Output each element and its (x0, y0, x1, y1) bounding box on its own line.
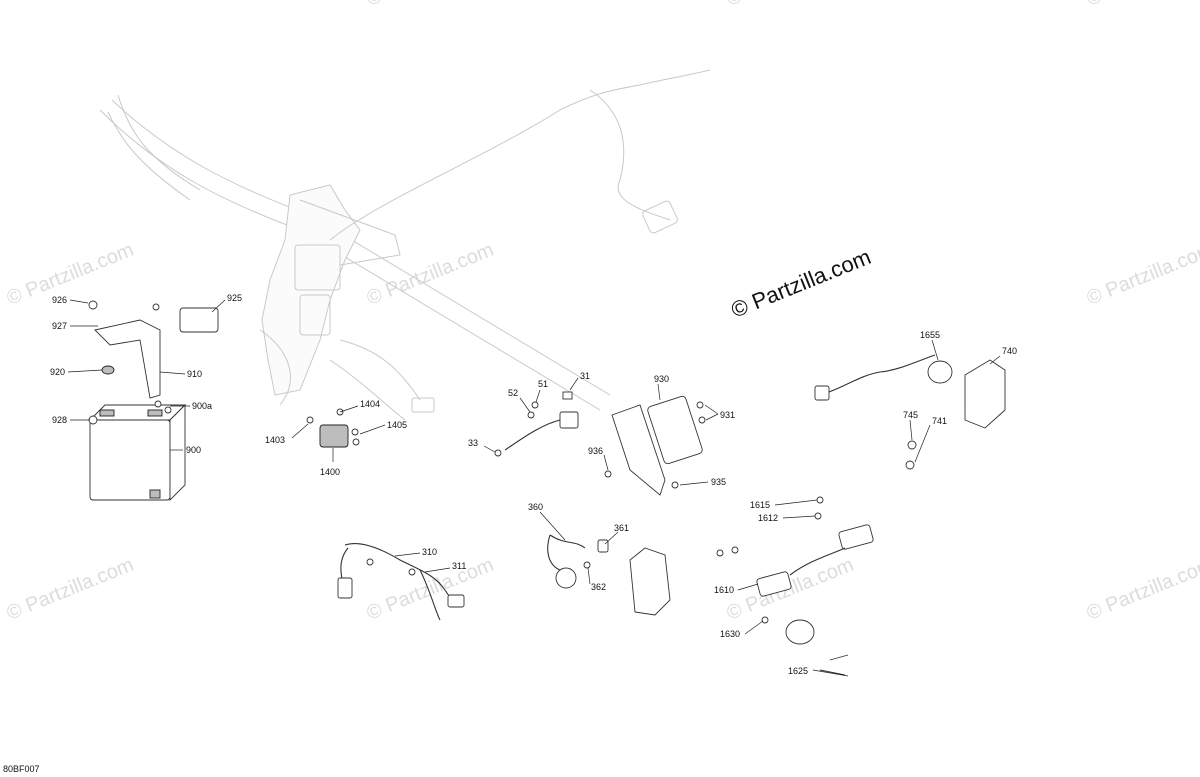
taillight-assembly (814, 354, 1006, 470)
callout-51: 51 (538, 379, 548, 389)
callout-1625: 1625 (788, 666, 808, 676)
callout-1403: 1403 (265, 435, 285, 445)
callout-900a: 900a (192, 401, 212, 411)
watermark-main: © Partzilla.com (728, 244, 875, 323)
watermark-text: © Partzilla.com (364, 554, 497, 625)
cable-33 (494, 391, 579, 457)
battery-bracket (94, 319, 161, 399)
callout-910: 910 (187, 369, 202, 379)
watermark-text: © Partzilla.com (4, 239, 137, 310)
callout-361: 361 (614, 523, 629, 533)
watermark-text: © Partzilla.com (364, 239, 497, 310)
callout-1630: 1630 (720, 629, 740, 639)
callout-310: 310 (422, 547, 437, 557)
callout-52: 52 (508, 388, 518, 398)
battery-assembly (88, 300, 219, 502)
harness-310 (337, 542, 465, 621)
leader-lines (67, 299, 1001, 677)
callout-360: 360 (528, 502, 543, 512)
watermark-text: © Partzilla.com (364, 0, 497, 11)
callout-927: 927 (52, 321, 67, 331)
callout-1655: 1655 (920, 330, 940, 340)
callout-33: 33 (468, 438, 478, 448)
callout-1404: 1404 (360, 399, 380, 409)
callout-740: 740 (1002, 346, 1017, 356)
watermark-text: © Partzilla.com (1084, 0, 1200, 11)
light-assembly-1610 (716, 496, 874, 676)
callout-935: 935 (711, 477, 726, 487)
callout-1612: 1612 (758, 513, 778, 523)
figure-reference: 80BF007 (3, 764, 40, 774)
watermark-text: © Partzilla.com (724, 0, 857, 11)
callout-1400: 1400 (320, 467, 340, 477)
vehicle-frame (99, 69, 711, 421)
watermark-text: © Partzilla.com (1084, 554, 1200, 625)
solenoid-assembly (306, 408, 360, 448)
callout-928: 928 (52, 415, 67, 425)
callout-931: 931 (720, 410, 735, 420)
callout-926: 926 (52, 295, 67, 305)
battery-body (89, 419, 171, 501)
callout-31: 31 (580, 371, 590, 381)
callout-311: 311 (452, 561, 466, 571)
callout-900: 900 (186, 445, 201, 455)
module-bracket (611, 404, 666, 496)
module-body (647, 395, 703, 465)
callout-labels: 926 927 925 920 910 900a 928 900 1404 14… (50, 293, 1017, 676)
callout-925: 925 (227, 293, 242, 303)
callout-741: 741 (932, 416, 947, 426)
relay-box (179, 307, 219, 333)
callout-1615: 1615 (750, 500, 770, 510)
callout-362: 362 (591, 582, 606, 592)
callout-936: 936 (588, 446, 603, 456)
watermark-text: © Partzilla.com (4, 554, 137, 625)
sensor-assembly-360 (547, 534, 671, 616)
callout-920: 920 (50, 367, 65, 377)
callout-1405: 1405 (387, 420, 407, 430)
callout-930: 930 (654, 374, 669, 384)
callout-745: 745 (903, 410, 918, 420)
watermark-text: © Partzilla.com (1084, 239, 1200, 310)
callout-1610: 1610 (714, 585, 734, 595)
control-module (604, 395, 706, 496)
